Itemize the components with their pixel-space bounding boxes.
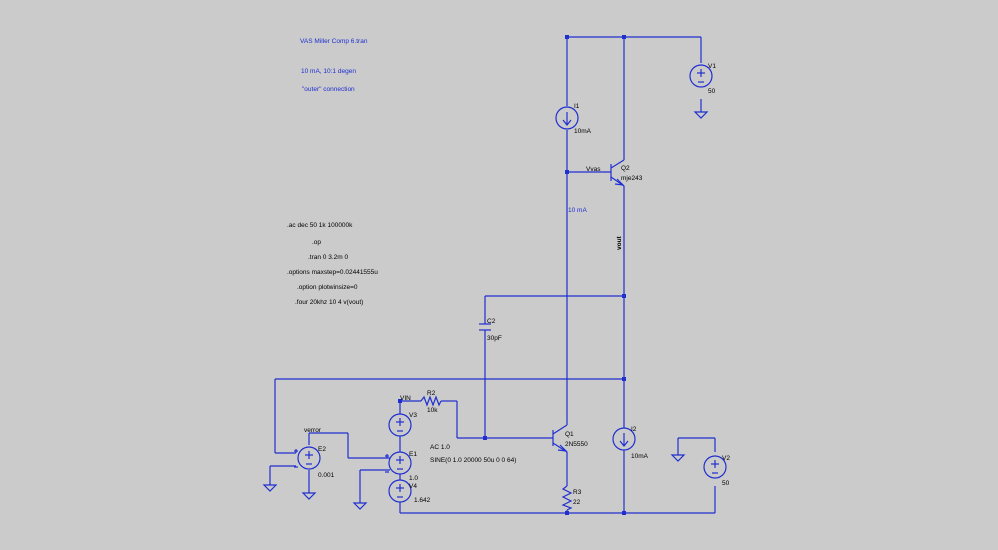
r3-value: 22 [573,499,581,506]
net-label-verror: verror [304,427,322,434]
resistor-r3[interactable]: R3 22 [561,485,582,511]
current-source-i2[interactable]: I2 10mA [612,426,649,460]
directive-four[interactable]: .four 20khz 10 4 v(vout) [295,299,363,306]
i2-value: 10mA [631,453,649,460]
c2-name: C2 [487,318,496,325]
e1-name: E1 [409,451,417,458]
e2-name: E2 [318,446,326,453]
sine-spec: SINE(0 1.0 20000 50u 0 0 64) [430,457,516,464]
r2-name: R2 [427,390,436,397]
voltage-source-v4[interactable]: V4 1.642 [388,479,431,504]
directive-options[interactable]: .options maxstep=0.02441555u [287,269,378,276]
transistor-q2[interactable]: Q2 mje243 [610,159,643,187]
v2-name: V2 [722,455,730,462]
directive-ac[interactable]: .ac dec 50 1k 100000k [287,222,353,229]
i2-name: I2 [631,426,637,433]
q1-value: 2N5550 [565,441,588,448]
r2-value: 10k [427,407,438,414]
q2-value: mje243 [621,175,643,182]
q1-name: Q1 [565,431,574,438]
net-label-vout: vout [616,235,623,250]
r3-name: R3 [573,489,582,496]
v1-name: V1 [708,63,716,70]
i1-value: 10mA [574,128,592,135]
v1-value: 50 [708,88,716,95]
directive-op[interactable]: .op [312,239,321,246]
net-label-vvas: Vvas [586,166,601,173]
comment-line3: "outer" connection [302,86,355,93]
current-source-i1[interactable]: I1 10mA [555,103,592,135]
c2-value: 30pF [487,335,502,342]
v2-value: 50 [722,480,730,487]
i1-name: I1 [574,103,580,110]
junction-dots [398,35,626,515]
current-annotation: 10 mA [568,207,587,214]
v4-value: 1.642 [414,497,431,504]
transistor-q1[interactable]: Q1 2N5550 [552,418,588,453]
voltage-source-v1[interactable]: V1 50 [689,63,716,95]
e2-value: 0.001 [318,472,335,479]
vcvs-e1[interactable]: E1 1.0 [385,451,418,482]
ground-icon [301,492,317,500]
v3-name: V3 [409,412,417,419]
vcvs-e2[interactable]: E2 0.001 [294,446,335,479]
capacitor-c2[interactable]: C2 30pF [479,318,502,342]
ground-icon [352,502,368,510]
ground-icon [670,454,686,462]
ground-icon [262,484,278,492]
ac-spec: AC 1.0 [430,444,450,451]
directive-plotwinsize[interactable]: .option plotwinsize=0 [297,284,358,291]
wires [269,36,716,514]
comment-title: VAS Miller Comp 6.tran [300,38,368,45]
comment-line2: 10 mA, 10:1 degen [301,68,356,75]
directive-tran[interactable]: .tran 0 3.2m 0 [308,254,348,261]
resistor-r2[interactable]: R2 10k [420,390,442,414]
voltage-source-v2[interactable]: V2 50 [703,455,730,487]
ground-icon [693,111,709,119]
v4-name: V4 [409,483,417,490]
net-label-vin: VIN [400,395,411,402]
q2-name: Q2 [621,165,630,172]
e1-value: 1.0 [409,475,418,482]
voltage-source-v3[interactable]: V3 [388,412,417,437]
